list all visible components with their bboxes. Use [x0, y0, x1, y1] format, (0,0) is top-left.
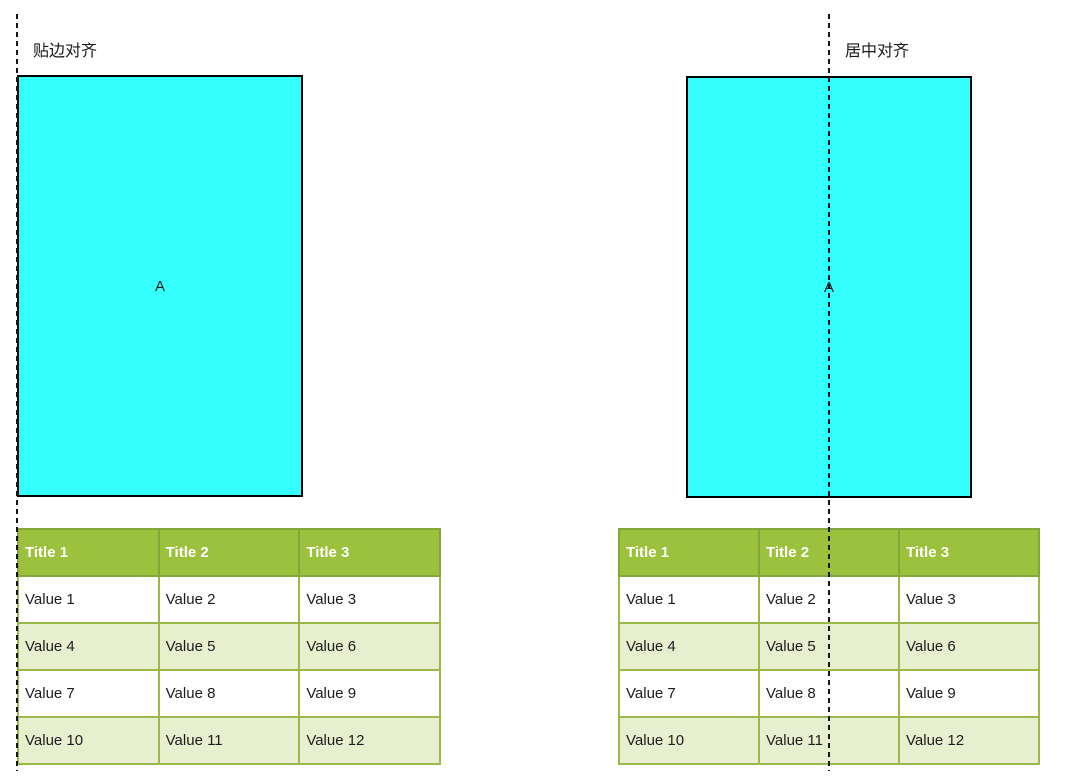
- table-cell: Value 10: [618, 716, 760, 765]
- table-cell: Value 10: [17, 716, 160, 765]
- edge-align-shape-label: A: [154, 277, 165, 295]
- table-cell: Value 4: [17, 622, 160, 671]
- table-header-cell: Title 1: [17, 528, 160, 577]
- center-align-label: 居中对齐: [845, 43, 910, 60]
- table-row: Value 4 Value 5 Value 6: [17, 622, 441, 671]
- table-cell: Value 1: [618, 575, 760, 624]
- table-row: Value 7 Value 8 Value 9: [17, 669, 441, 718]
- table-cell: Value 1: [17, 575, 160, 624]
- table-row: Value 4 Value 5 Value 6: [618, 622, 1040, 671]
- table-header-cell: Title 3: [298, 528, 441, 577]
- table-cell: Value 2: [157, 575, 301, 624]
- table-cell: Value 3: [298, 575, 441, 624]
- table-header-cell: Title 3: [898, 528, 1040, 577]
- table-cell: Value 6: [298, 622, 441, 671]
- table-cell: Value 12: [898, 716, 1040, 765]
- center-align-guide-line: [828, 14, 830, 771]
- table-cell: Value 7: [17, 669, 160, 718]
- table-cell: Value 9: [298, 669, 441, 718]
- table-cell: Value 12: [298, 716, 441, 765]
- edge-align-label: 贴边对齐: [33, 43, 98, 60]
- table-row: Value 1 Value 2 Value 3: [17, 575, 441, 624]
- edge-align-guide-line: [16, 14, 18, 771]
- table-cell: Value 7: [618, 669, 760, 718]
- edge-align-table: Title 1 Title 2 Title 3 Value 1 Value 2 …: [17, 528, 441, 765]
- table-cell: Value 8: [157, 669, 301, 718]
- table-header-cell: Title 1: [618, 528, 760, 577]
- table-header-cell: Title 2: [157, 528, 301, 577]
- table-header-row: Title 1 Title 2 Title 3: [17, 528, 441, 577]
- table-cell: Value 9: [898, 669, 1040, 718]
- table-cell: Value 4: [618, 622, 760, 671]
- table-cell: Value 3: [898, 575, 1040, 624]
- table-cell: Value 11: [157, 716, 301, 765]
- table-cell: Value 6: [898, 622, 1040, 671]
- edge-align-shape: A: [17, 75, 303, 497]
- table-row: Value 10 Value 11 Value 12: [17, 716, 441, 765]
- table-cell: Value 5: [157, 622, 301, 671]
